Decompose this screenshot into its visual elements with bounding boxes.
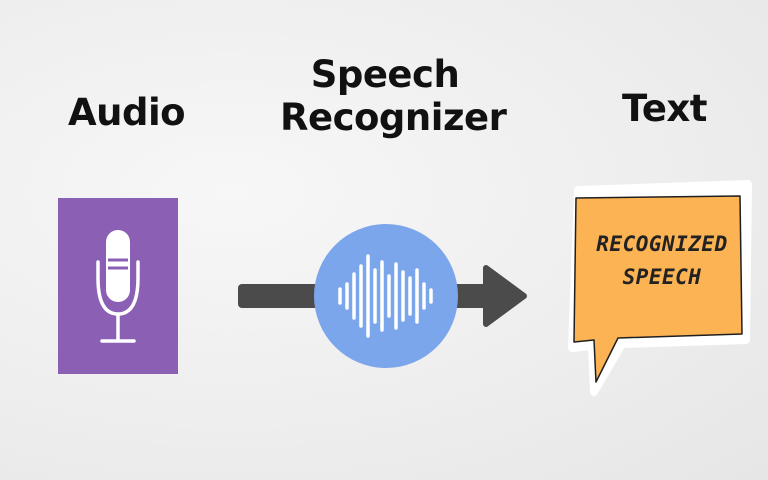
speech-recognizer-label-line1: Speech	[310, 53, 460, 96]
speech-bubble-icon	[573, 195, 743, 383]
sound-wave-icon	[338, 254, 433, 338]
speech-recognizer-label-line2: Recognizer	[280, 95, 507, 139]
bubble-text-line2: SPEECH	[622, 264, 702, 289]
text-label: Text	[622, 87, 707, 130]
bubble-text: RECOGNIZED SPEECH	[582, 228, 742, 293]
audio-box	[58, 198, 178, 374]
arrow-right-icon	[483, 265, 527, 327]
bubble-text-line1: RECOGNIZED	[596, 232, 728, 256]
speech-recognizer-circle	[314, 224, 458, 368]
audio-label: Audio	[68, 91, 186, 134]
microphone-icon	[96, 230, 140, 343]
speech-recognizer-label: Speech Recognizer	[280, 53, 507, 139]
